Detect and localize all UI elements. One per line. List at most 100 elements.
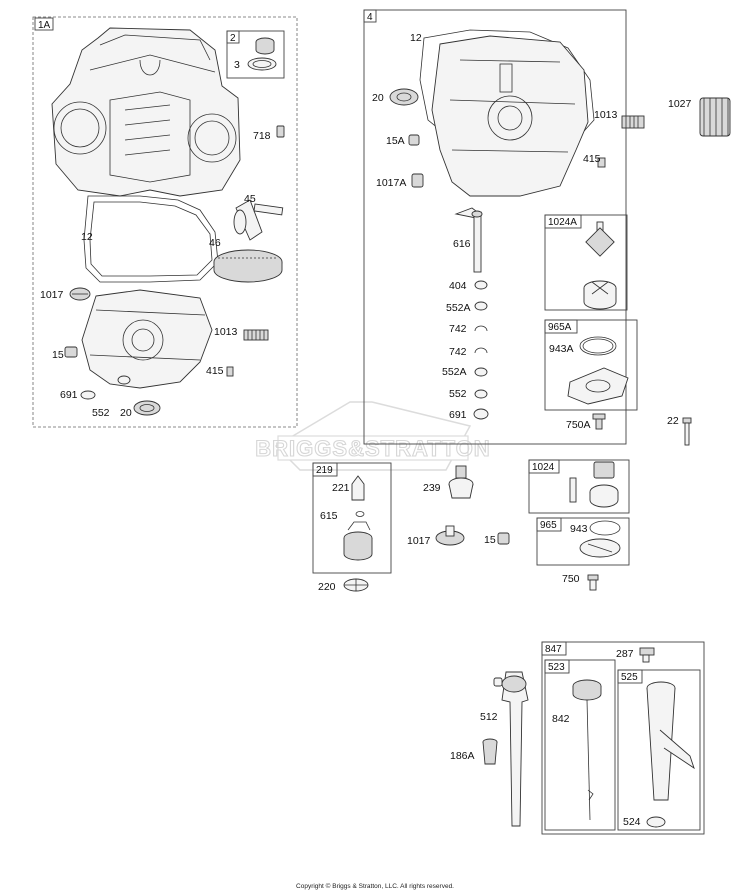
label-20-box4: 20 [372, 92, 384, 104]
plug-15-lower-part [497, 532, 510, 545]
o-ring-524-part [646, 816, 666, 828]
label-1027: 1027 [668, 98, 692, 110]
label-1017A: 1017A [376, 177, 406, 189]
box-label-1024: 1024 [532, 462, 555, 473]
sensor-239-part [448, 465, 474, 499]
crankcase-part [81, 289, 213, 389]
label-742-2: 742 [449, 346, 467, 358]
o-ring-552A-part [474, 301, 488, 311]
box-1024 [528, 459, 630, 514]
label-20: 20 [120, 407, 132, 419]
box-2-tag [226, 30, 240, 44]
sump-part [431, 35, 589, 197]
screw-415-box4-part [597, 157, 606, 168]
label-552: 552 [92, 407, 110, 419]
label-239: 239 [423, 482, 441, 494]
label-552A-2: 552A [442, 366, 467, 378]
label-943: 943 [570, 523, 588, 535]
label-616: 616 [453, 238, 471, 250]
box-label-1024A: 1024A [548, 217, 577, 228]
box-2 [226, 30, 285, 79]
box-label-523: 523 [548, 662, 565, 673]
label-742-1: 742 [449, 323, 467, 335]
label-943A: 943A [549, 343, 574, 355]
box-523 [544, 659, 616, 831]
label-22: 22 [667, 415, 679, 427]
o-ring-691-part [80, 390, 96, 400]
governor-cup-220-part [343, 578, 369, 592]
o-ring-943-part [589, 520, 621, 536]
oil-pump-1024A-part [583, 221, 617, 310]
washer-615-part [355, 511, 365, 517]
label-1017-lower: 1017 [407, 535, 431, 547]
screw-750A-part [592, 413, 606, 430]
copyright-text: Copyright © Briggs & Stratton, LLC. All … [296, 883, 454, 890]
o-ring-552A-b-part [474, 367, 488, 377]
plug-15-part [64, 346, 78, 358]
box-219-tag [312, 462, 338, 477]
label-3: 3 [234, 59, 240, 71]
bolt-22-part [682, 417, 692, 446]
box-label-2: 2 [230, 33, 236, 44]
screw-287-part [639, 647, 655, 663]
box-525 [617, 669, 701, 831]
box-847-tag [541, 641, 567, 656]
briggs-stratton-watermark: BRIGGS&STRATTON [255, 401, 490, 471]
box-965A-tag [544, 319, 578, 334]
washer-404-part [474, 280, 488, 290]
governor-shaft-616-part [454, 207, 483, 273]
screw-750-part [587, 574, 599, 591]
fill-tube-525-part [646, 681, 695, 801]
cover-plate-965-part [579, 538, 621, 558]
o-ring-552-box4-part [474, 389, 488, 399]
box-label-965A: 965A [548, 322, 572, 333]
label-718: 718 [253, 130, 271, 142]
governor-pin-221-part [351, 475, 365, 501]
hex-stud-718-part [276, 125, 285, 138]
box-1A [32, 16, 298, 428]
box-1A-tag [34, 17, 54, 31]
label-415-box4: 415 [583, 153, 601, 165]
dipstick-tube-512-part [493, 671, 529, 827]
breather-1017-lower-part [435, 525, 465, 546]
box-1024A-tag [544, 214, 582, 229]
retainer-742b-part [474, 347, 488, 354]
o-ring-943A-part [579, 336, 617, 356]
box-965 [536, 517, 630, 566]
screw-415-part [226, 366, 234, 377]
label-691-box4: 691 [449, 409, 467, 421]
box-label-1A: 1A [38, 20, 51, 31]
plug-15A-part [408, 134, 420, 146]
watermark-text: BRIGGS&STRATTON [255, 436, 490, 461]
box-label-4: 4 [367, 12, 373, 23]
filter-1013-part [243, 329, 269, 341]
label-45: 45 [244, 193, 256, 205]
grommet-186A-part [482, 738, 498, 765]
breather-1017-part [69, 287, 91, 301]
box-219 [312, 462, 392, 574]
oil-seal-20-part [133, 400, 161, 416]
label-842: 842 [552, 713, 570, 725]
label-750A: 750A [566, 419, 591, 431]
breather-1017A-part [411, 173, 424, 188]
box-4-tag [363, 9, 377, 23]
box-4 [363, 9, 627, 445]
box-847 [541, 641, 705, 835]
label-287: 287 [616, 648, 634, 660]
label-220: 220 [318, 581, 336, 593]
label-404: 404 [449, 280, 467, 292]
label-552A-1: 552A [446, 302, 471, 314]
camshaft-bushing-part [255, 37, 275, 55]
label-46: 46 [209, 237, 221, 249]
box-1024-tag [528, 459, 560, 474]
governor-gear-219-part [343, 521, 373, 561]
label-691: 691 [60, 389, 78, 401]
label-1017: 1017 [40, 289, 64, 301]
label-12-box4: 12 [410, 32, 422, 44]
label-524: 524 [623, 816, 641, 828]
retainer-742-part [474, 325, 488, 332]
box-965-tag [536, 517, 562, 532]
label-221: 221 [332, 482, 350, 494]
dipstick-842-part [572, 679, 602, 821]
